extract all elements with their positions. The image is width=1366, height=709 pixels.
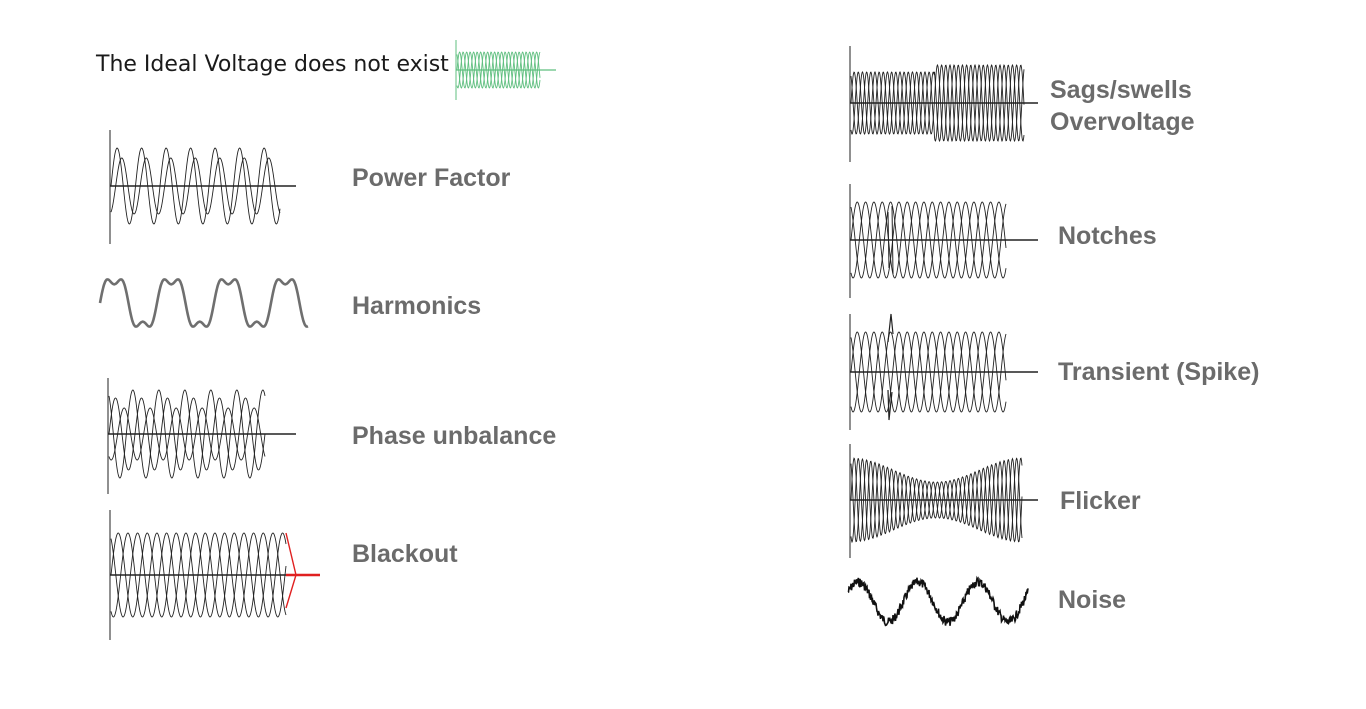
- phase-line: [110, 532, 287, 618]
- label-notches: Notches: [1058, 222, 1157, 250]
- blackout-waveform: [109, 510, 320, 640]
- harmonics-waveform: [98, 278, 309, 328]
- label-noise: Noise: [1058, 586, 1127, 614]
- label-sags-swells: Sags/swells: [1050, 76, 1192, 104]
- ideal-voltage-waveform: [455, 40, 556, 100]
- phase-line: [850, 63, 1025, 142]
- label-overvoltage: Overvoltage: [1050, 108, 1195, 136]
- power-factor-waveform: [109, 130, 296, 244]
- label-power-factor: Power Factor: [352, 164, 511, 192]
- label-phase-unbalance: Phase unbalance: [352, 422, 557, 450]
- phase-line: [108, 407, 266, 461]
- label-flicker: Flicker: [1060, 487, 1141, 515]
- spike-mark: [887, 313, 894, 421]
- phase-line: [850, 201, 1007, 279]
- label-blackout: Blackout: [352, 540, 458, 568]
- label-transient: Transient (Spike): [1058, 358, 1260, 386]
- current-line: [110, 157, 281, 215]
- phase-line: [108, 389, 266, 479]
- blackout-cut-line: [285, 532, 297, 609]
- noise-line: [847, 575, 1029, 627]
- flicker-waveform: [849, 444, 1038, 558]
- phase-line: [850, 331, 1007, 413]
- transient-waveform: [849, 313, 1038, 430]
- phase-line: [850, 331, 1007, 413]
- phase-line: [456, 51, 541, 89]
- noise-waveform: [847, 575, 1029, 627]
- phase-line: [108, 397, 266, 471]
- phase-line: [456, 51, 541, 89]
- phase-line: [850, 331, 1007, 413]
- phase-line: [850, 201, 1007, 279]
- harmonic-line: [98, 278, 309, 328]
- page-title: The Ideal Voltage does not exist: [96, 52, 449, 77]
- voltage-line: [110, 147, 281, 225]
- phase-line: [850, 64, 1025, 143]
- phase-line: [110, 532, 287, 618]
- notch-mark: [887, 205, 894, 275]
- phase-line: [850, 457, 1023, 543]
- label-harmonics: Harmonics: [352, 292, 482, 320]
- phase-unbalance-waveform: [107, 378, 296, 494]
- phase-line: [850, 201, 1007, 279]
- notches-waveform: [849, 184, 1038, 298]
- phase-line: [850, 457, 1023, 544]
- sags-swells-waveform: [849, 46, 1038, 162]
- phase-line: [110, 532, 287, 618]
